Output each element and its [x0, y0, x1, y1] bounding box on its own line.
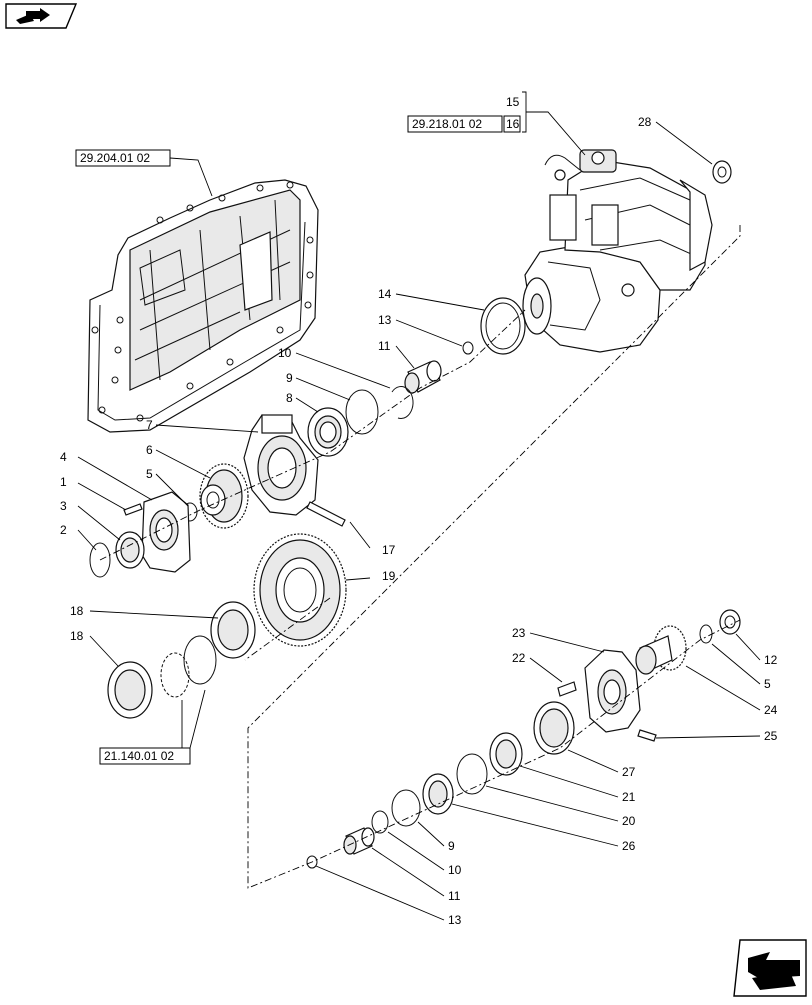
snap-ring-b: [160, 652, 190, 698]
bearing-18-a: [210, 601, 256, 659]
callout-27: 27: [622, 765, 636, 779]
callout-25: 25: [764, 729, 778, 743]
bolt-17: [306, 501, 346, 527]
callout-5: 5: [146, 467, 153, 481]
bearing-28: [712, 160, 732, 184]
ring-2: [89, 542, 111, 578]
ring-9: [345, 389, 379, 435]
flange-cover-4: [141, 491, 191, 573]
book-nav-icon[interactable]: [5, 3, 78, 29]
oring-14: [480, 297, 526, 355]
needle-bearing-11: [404, 360, 442, 394]
callout-23: 23: [512, 626, 526, 640]
bearing-27: [533, 701, 575, 755]
bearing-21: [489, 732, 523, 776]
hydraulic-pump: [522, 149, 713, 353]
callout-11-lower: 11: [448, 889, 461, 903]
callout-5-lower: 5: [764, 677, 771, 691]
ref-pump-label: 29.218.01 02: [412, 117, 482, 131]
callout-24: 24: [764, 703, 778, 717]
housing-23: [584, 649, 641, 733]
leader-lines: [77, 121, 761, 921]
callout-26: 26: [622, 839, 636, 853]
callout-13-lower: 13: [448, 913, 462, 927]
ref-housing[interactable]: 29.204.01 02: [75, 149, 213, 197]
bolt-25: [637, 729, 657, 742]
callout-10-lower: 10: [448, 863, 462, 877]
callout-1: 1: [60, 475, 67, 489]
snap-ring-10-lower: [371, 810, 389, 834]
assembly-axis-lines: [99, 225, 741, 889]
bolt-1: [123, 503, 143, 516]
callout-11: 11: [378, 339, 391, 353]
callout-18-b: 18: [70, 629, 84, 643]
callout-10: 10: [278, 346, 292, 360]
snap-ring-a: [183, 635, 217, 685]
next-page-arrow-icon[interactable]: [733, 939, 807, 997]
callout-13: 13: [378, 313, 392, 327]
bearing-8: [307, 407, 349, 457]
ref-rings[interactable]: 21.140.01 02: [99, 689, 206, 765]
callout-4: 4: [60, 450, 67, 464]
ring-13-lower: [306, 855, 318, 869]
ref-housing-label: 29.204.01 02: [80, 151, 150, 165]
ring-9-lower: [391, 789, 421, 827]
needle-bearing-11-lower: [343, 827, 375, 855]
callout-14: 14: [378, 287, 392, 301]
ref-pump-item-16: 16: [506, 117, 520, 131]
callout-19: 19: [382, 569, 396, 583]
bearing-18-b: [107, 661, 153, 719]
gear-19: [253, 533, 347, 647]
callout-21: 21: [622, 790, 636, 804]
callout-17: 17: [382, 543, 396, 557]
bearing-26: [422, 773, 454, 815]
ref-pump-item-15: 15: [506, 95, 520, 109]
callout-20: 20: [622, 814, 636, 828]
gear-24: [635, 625, 687, 675]
ring-5-lower: [699, 624, 713, 644]
callout-28: 28: [638, 115, 652, 129]
snap-ring-10: [391, 386, 414, 419]
ring-20: [456, 753, 488, 795]
callout-8: 8: [286, 391, 293, 405]
callout-7: 7: [146, 418, 153, 432]
callout-18-a: 18: [70, 604, 84, 618]
callout-labels: 4 1 3 2 5 6 7 8 9 10 11 13 14 17 19 18 1…: [60, 115, 778, 927]
gear-6: [199, 463, 249, 529]
rear-axle-housing: [87, 179, 319, 433]
bearing-3: [115, 531, 145, 569]
callout-2: 2: [60, 523, 67, 537]
pin-22: [557, 681, 577, 697]
ref-pump[interactable]: 29.218.01 02 16 15: [407, 91, 586, 156]
callout-12: 12: [764, 653, 778, 667]
callout-6: 6: [146, 443, 153, 457]
callout-9-lower: 9: [448, 839, 455, 853]
callout-3: 3: [60, 499, 67, 513]
callout-22: 22: [512, 651, 526, 665]
ring-13: [462, 341, 474, 355]
support-7: [243, 414, 319, 516]
ref-rings-label: 21.140.01 02: [104, 749, 174, 763]
callout-9: 9: [286, 371, 293, 385]
